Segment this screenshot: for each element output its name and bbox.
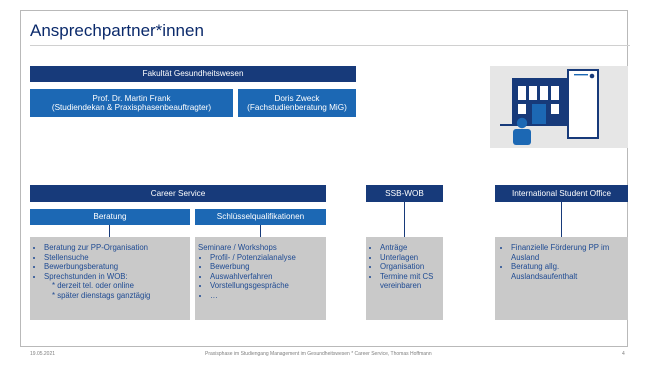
office-building-person-icon — [490, 66, 628, 148]
list-item: Auswahlverfahren — [210, 272, 322, 282]
list-item: Beratung zur PP-Organisation — [44, 243, 186, 253]
beratung-list: Beratung zur PP-Organisation Stellensuch… — [32, 243, 186, 300]
connector-schluessel — [260, 225, 261, 237]
connector-iso — [561, 202, 562, 237]
list-item: Unterlagen — [380, 253, 440, 263]
beratung-header: Beratung — [30, 209, 190, 225]
list-item: Anträge — [380, 243, 440, 253]
slide-title: Ansprechpartner*innen — [30, 21, 204, 40]
list-item: Bewerbung — [210, 262, 322, 272]
person-name: Doris Zweck — [274, 93, 320, 103]
list-item-text: Sprechstunden in WOB: — [44, 271, 128, 281]
list-item: Sprechstunden in WOB: * derzeit tel. ode… — [44, 272, 186, 301]
connector-beratung — [109, 225, 110, 237]
iso-list: Finanzielle Förderung PP im Ausland Bera… — [499, 243, 624, 281]
title-divider — [30, 45, 630, 46]
fakultaet-person-zweck: Doris Zweck (Fachstudienberatung MiG) — [238, 89, 356, 117]
list-subitem: * derzeit tel. oder online — [52, 281, 134, 290]
ssb-list: Anträge Unterlagen Organisation Termine … — [368, 243, 440, 291]
schluessel-intro: Seminare / Workshops — [198, 243, 277, 252]
schluessel-list-box: Seminare / Workshops Profil- / Potenzial… — [195, 237, 326, 320]
list-item: Finanzielle Förderung PP im Ausland — [511, 243, 624, 262]
person-role: (Studiendekan & Praxisphasenbeauftragter… — [51, 103, 212, 112]
list-item: Organisation — [380, 262, 440, 272]
list-item: Profil- / Potenzialanalyse — [210, 253, 322, 263]
person-role: (Fachstudienberatung MiG) — [247, 103, 347, 112]
footer-page-number: 4 — [622, 351, 625, 357]
fakultaet-person-frank: Prof. Dr. Martin Frank (Studiendekan & P… — [30, 89, 233, 117]
iso-header: International Student Office — [495, 185, 628, 202]
iso-list-box: Finanzielle Förderung PP im Ausland Bera… — [495, 237, 628, 320]
list-item: Bewerbungsberatung — [44, 262, 186, 272]
slide-frame — [20, 10, 628, 347]
list-item: Stellensuche — [44, 253, 186, 263]
list-item: Vorstellungsgespräche — [210, 281, 322, 291]
footer-text: Praxisphase im Studiengang Management im… — [205, 351, 432, 357]
list-item: Termine mit CS vereinbaren — [380, 272, 440, 291]
schluessel-header: Schlüsselqualifikationen — [195, 209, 326, 225]
ssb-wob-header: SSB-WOB — [366, 185, 443, 202]
beratung-list-box: Beratung zur PP-Organisation Stellensuch… — [30, 237, 190, 320]
list-item: Beratung allg. Auslandsaufenthalt — [511, 262, 624, 281]
schluessel-list: Profil- / Potenzialanalyse Bewerbung Aus… — [198, 253, 322, 301]
list-item: … — [210, 291, 322, 301]
building-illustration — [500, 69, 599, 145]
list-subitem: * später dienstags ganztägig — [52, 290, 151, 300]
connector-ssb — [404, 202, 405, 237]
ssb-list-box: Anträge Unterlagen Organisation Termine … — [366, 237, 443, 320]
career-service-header: Career Service — [30, 185, 326, 202]
fakultaet-header: Fakultät Gesundheitswesen — [30, 66, 356, 82]
person-name: Prof. Dr. Martin Frank — [92, 93, 171, 103]
footer-date: 19.05.2021 — [30, 351, 56, 357]
